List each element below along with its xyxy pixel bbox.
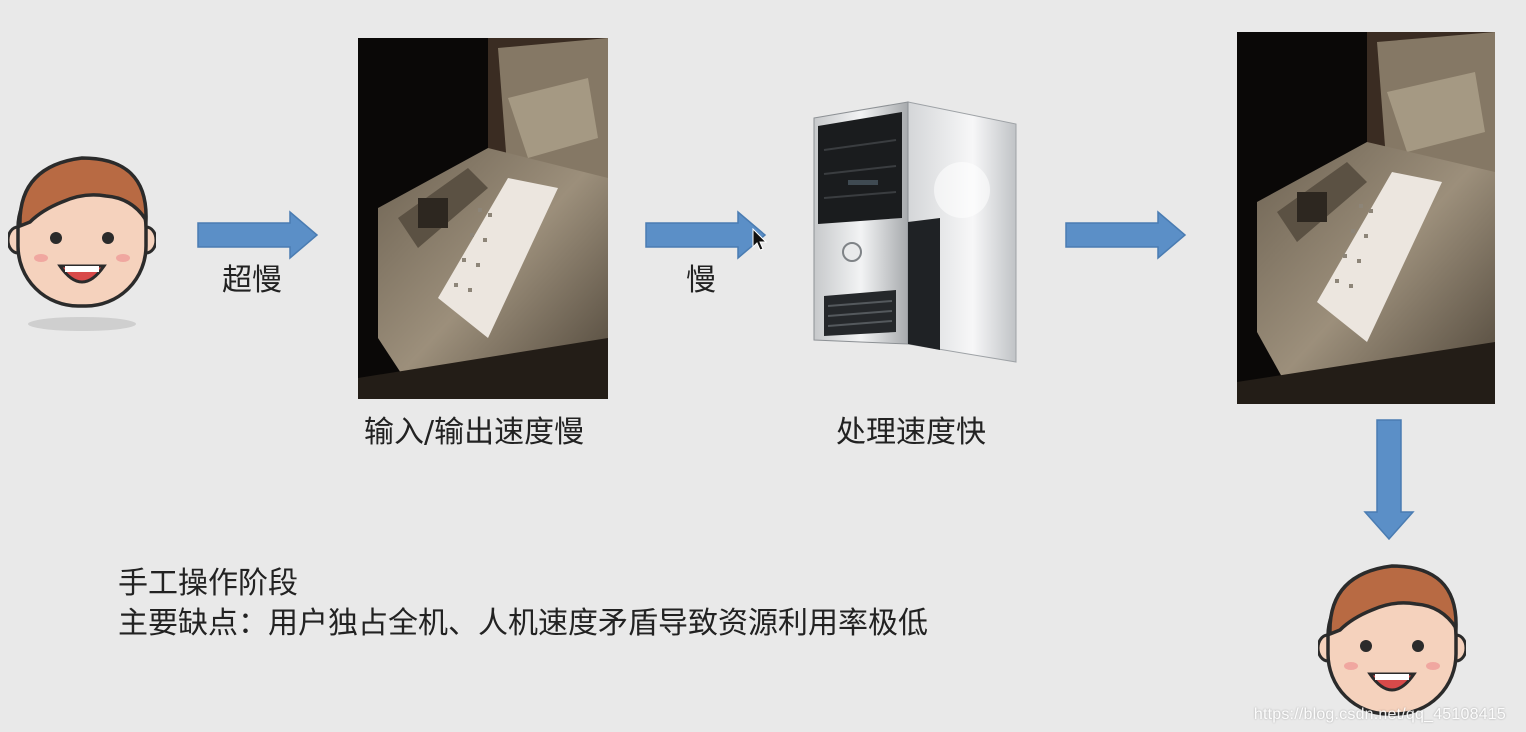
arrow-label-slow: 慢 [686, 263, 716, 298]
right-arrow-icon [645, 210, 767, 260]
watermark-url: https://blog.csdn.net/qq_45108415 [1253, 706, 1506, 723]
down-arrow-icon [1363, 419, 1415, 541]
right-arrow-icon [197, 210, 319, 260]
user-face-icon [1318, 564, 1466, 716]
computer-tower-image [813, 101, 1017, 363]
io-speed-caption: 输入/输出速度慢 [364, 415, 585, 450]
drawback-text: 主要缺点：用户独占全机、人机速度矛盾导致资源利用率极低 [118, 606, 928, 641]
punch-card-reader-image [1237, 32, 1495, 404]
right-arrow-icon [1065, 210, 1187, 260]
mouse-cursor-icon [752, 228, 768, 251]
processing-speed-caption: 处理速度快 [836, 415, 986, 450]
user-face-icon [8, 156, 156, 331]
punch-card-reader-image [358, 38, 608, 399]
stage-title: 手工操作阶段 [118, 566, 298, 601]
arrow-label-very-slow: 超慢 [222, 263, 282, 298]
